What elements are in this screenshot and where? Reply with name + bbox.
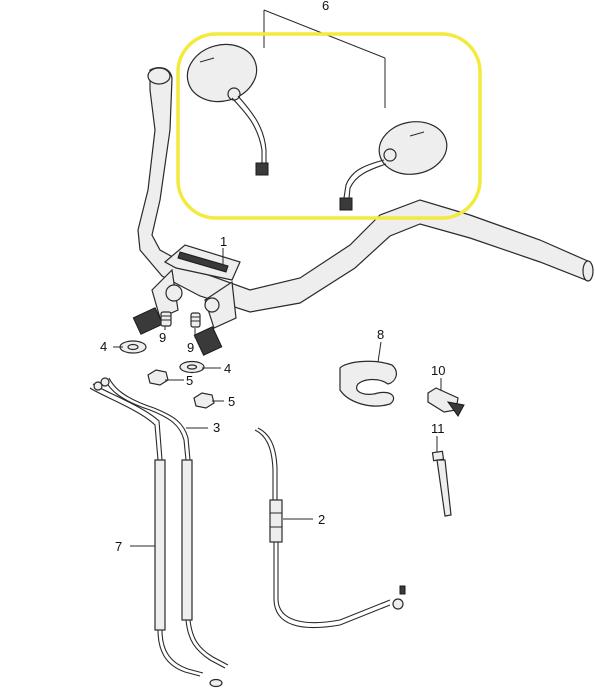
- cable-2: [254, 427, 406, 629]
- callout-8: 8: [377, 327, 384, 342]
- mirror-right: [339, 121, 448, 211]
- callout-9-left: 9: [159, 330, 166, 345]
- nut-right: [193, 392, 215, 409]
- callout-11: 11: [431, 421, 445, 436]
- bolt-left: [160, 311, 172, 327]
- handlebar: [132, 67, 594, 356]
- leader-lines: [113, 248, 442, 547]
- washer-right: [179, 360, 205, 374]
- callout-9-right: 9: [187, 340, 194, 355]
- part-10-block: [427, 387, 465, 417]
- callout-bracket-6: [263, 9, 386, 108]
- washer-left: [119, 340, 147, 354]
- callout-5-right: 5: [228, 394, 235, 409]
- callout-5-left: 5: [186, 373, 193, 388]
- callout-3: 3: [213, 420, 220, 435]
- mirror-left: [186, 43, 269, 176]
- highlight-box: [176, 32, 482, 220]
- callout-2: 2: [318, 512, 325, 527]
- part-8-clip: [339, 360, 397, 407]
- part-11-tie: [431, 450, 452, 517]
- cable-7: [89, 377, 204, 677]
- callout-1: 1: [220, 234, 227, 249]
- callout-4-right: 4: [224, 361, 231, 376]
- callout-7: 7: [115, 539, 122, 554]
- callout-6: 6: [322, 0, 329, 13]
- bolt-right: [190, 312, 201, 328]
- nut-left: [147, 369, 169, 386]
- cable-3: [104, 377, 229, 688]
- callout-4-left: 4: [100, 339, 107, 354]
- callout-10: 10: [431, 363, 445, 378]
